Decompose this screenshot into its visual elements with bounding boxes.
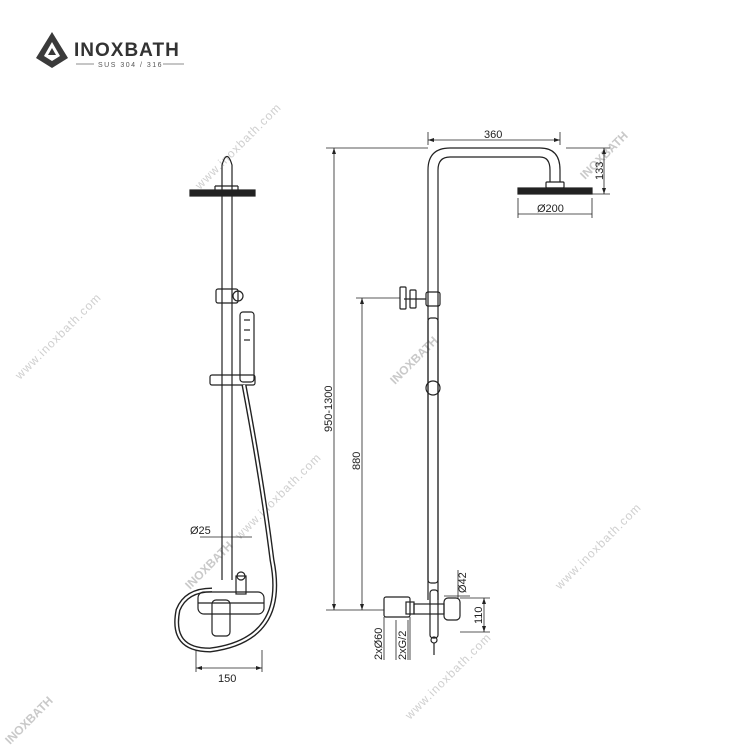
watermark-url-2: www.inoxbath.com [12,290,105,383]
watermark-url-3: www.inoxbath.com [402,630,495,723]
watermark-url-1: www.inoxbath.com [192,100,285,193]
dim-head-height: 133 [594,162,606,180]
front-view-dimensions [326,132,610,660]
dim-handle-diameter: Ø42 [457,572,469,593]
front-view-labels: 360 133 Ø200 950-1300 880 2xØ60 2xG/2 Ø4… [323,129,606,660]
watermark-brand-3: INOXBATH [182,539,236,593]
brand-name: INOXBATH [74,40,180,61]
dim-rail-diameter: Ø25 [190,525,211,537]
dim-total-height: 950-1300 [323,386,335,433]
watermark-brand-4: INOXBATH [2,694,56,748]
side-view [174,155,278,653]
side-view-dimensions: Ø25 150 [190,525,263,685]
dim-body-width: 150 [218,673,236,685]
brand-tagline: SUS 304 / 316 [98,62,163,69]
diamond-logo-icon [36,32,68,68]
dim-handle-height: 110 [473,606,485,624]
dim-head-diameter: Ø200 [537,203,564,215]
front-view [383,147,593,655]
dim-inlet-diameter: 2xØ60 [373,628,385,660]
watermark-brand-2: INOXBATH [387,334,441,388]
watermark-url-4: www.inoxbath.com [552,500,645,593]
dim-thread: 2xG/2 [397,631,409,660]
brand-logo: INOXBATH SUS 304 / 316 [36,32,184,69]
dim-top-width: 360 [484,129,502,141]
watermark-url-5: www.inoxbath.com [232,450,325,543]
dim-inlet-height: 880 [351,452,363,470]
